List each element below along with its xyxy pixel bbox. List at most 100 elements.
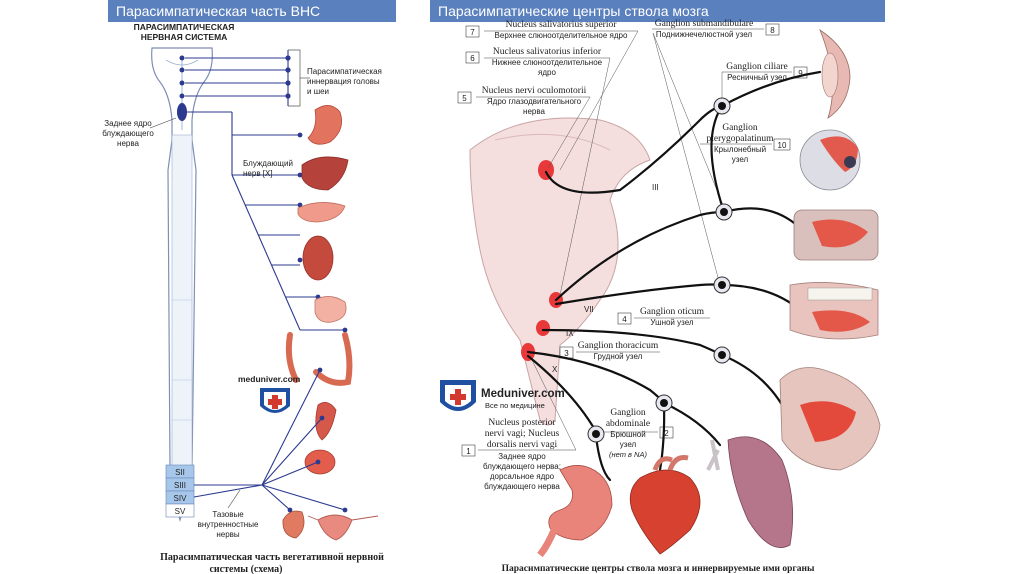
svg-text:Nucleus salivatorius superior: Nucleus salivatorius superior xyxy=(506,20,618,30)
svg-text:5: 5 xyxy=(462,94,467,103)
organ-heart xyxy=(629,455,701,555)
svg-text:Nucleus salivatorius inferior: Nucleus salivatorius inferior xyxy=(493,46,602,57)
sacral-segments: SII SIII SIV SV xyxy=(165,464,195,518)
ganglia xyxy=(587,97,733,443)
svg-text:Брюшной: Брюшной xyxy=(610,430,645,439)
right-caption: Парасимпатические центры ствола мозга и … xyxy=(502,564,815,574)
callout-7: 7 Nucleus salivatorius superior Верхнее … xyxy=(465,20,638,40)
head-neck-ganglia xyxy=(285,55,291,99)
svg-text:дорсальное ядро: дорсальное ядро xyxy=(490,472,555,481)
svg-text:10: 10 xyxy=(778,141,787,150)
logo-title: Meduniver.com xyxy=(481,388,565,400)
label-head-neck-3: и шеи xyxy=(307,87,329,96)
organ-male-genitals xyxy=(282,510,305,539)
svg-text:8: 8 xyxy=(770,26,775,35)
svg-text:nervi vagi; Nucleus: nervi vagi; Nucleus xyxy=(485,429,560,439)
svg-text:Ganglion submandibulare: Ganglion submandibulare xyxy=(655,19,753,29)
label-vagus-nerve-2: нерв [X] xyxy=(243,169,273,178)
svg-text:9: 9 xyxy=(798,69,803,78)
label-head-neck-2: иннервация головы xyxy=(307,77,380,86)
vagus-nerve-lines xyxy=(185,111,345,331)
callout-6: 6 Nucleus salivatorius inferior Нижнее с… xyxy=(465,46,610,77)
brainstem-nuclei xyxy=(177,55,187,121)
svg-text:Верхнее слюноотделительное ядр: Верхнее слюноотделительное ядро xyxy=(495,31,628,40)
nerve-label-x: X xyxy=(552,365,558,374)
svg-text:узел: узел xyxy=(732,155,749,164)
svg-text:нерва: нерва xyxy=(523,107,545,116)
left-subheader-2: НЕРВНАЯ СИСТЕМА xyxy=(141,32,228,42)
right-panel-header: Парасимпатические центры ствола мозга xyxy=(430,0,885,22)
organ-parotid-ear xyxy=(779,367,881,471)
sacral-label-sii: SII xyxy=(175,468,185,477)
svg-text:Nucleus posterior: Nucleus posterior xyxy=(488,418,556,428)
callout-1: 1 Nucleus posterior nervi vagi; Nucleus … xyxy=(461,355,577,491)
right-organs xyxy=(537,28,881,558)
svg-text:Заднее ядро: Заднее ядро xyxy=(498,452,546,461)
organ-colon xyxy=(285,332,353,386)
label-pelvic-2: внутренностные xyxy=(198,520,259,529)
left-panel-header: Парасимпатическая часть ВНС xyxy=(108,0,396,22)
svg-text:Ganglion: Ganglion xyxy=(610,408,646,418)
organ-rectum xyxy=(315,402,337,441)
callout-10: 10 Ganglion pterygopalatinum Крылонебный… xyxy=(700,123,791,164)
pelvic-ganglia xyxy=(287,367,348,513)
brainstem xyxy=(469,117,651,426)
svg-text:6: 6 xyxy=(470,54,475,63)
label-head-neck-1: Парасимпатическая xyxy=(307,67,382,76)
svg-text:Nucleus nervi oculomotorii: Nucleus nervi oculomotorii xyxy=(482,86,587,96)
organ-lung xyxy=(706,436,794,548)
label-pelvic-1: Тазовые xyxy=(212,510,244,519)
svg-text:Ganglion: Ganglion xyxy=(722,123,758,133)
label-vagus-nucleus-2: блуждающего xyxy=(102,129,154,138)
svg-text:Ядро глазодвигательного: Ядро глазодвигательного xyxy=(487,97,582,106)
organ-eye-lens xyxy=(819,28,851,119)
svg-text:dorsalis nervi vagi: dorsalis nervi vagi xyxy=(487,440,558,450)
svg-text:Поднижнечелюстной узел: Поднижнечелюстной узел xyxy=(656,30,753,39)
vagus-nucleus-pointer xyxy=(149,117,177,129)
svg-text:7: 7 xyxy=(470,28,475,37)
ganglion-ciliare xyxy=(713,97,731,115)
organ-kidney xyxy=(302,235,334,281)
organ-small-intestine xyxy=(314,296,347,323)
sacral-label-siv: SIV xyxy=(174,494,188,503)
svg-text:блуждающего нерва: блуждающего нерва xyxy=(484,482,560,491)
svg-text:Ganglion ciliare: Ganglion ciliare xyxy=(726,62,787,72)
callout-3: 3 Ganglion thoracicum Грудной узел xyxy=(559,341,660,361)
left-subheader-1: ПАРАСИМПАТИЧЕСКАЯ xyxy=(134,22,235,32)
svg-text:1: 1 xyxy=(466,447,471,456)
svg-text:Нижнее слюноотделительное: Нижнее слюноотделительное xyxy=(492,58,603,67)
svg-text:abdominale: abdominale xyxy=(606,419,650,429)
callout-4: 4 Ganglion oticum Ушной узел xyxy=(617,307,710,327)
svg-text:3: 3 xyxy=(564,349,569,358)
brainstem-fold xyxy=(494,133,611,151)
svg-text:Ganglion thoracicum: Ganglion thoracicum xyxy=(578,341,659,351)
ganglion-oticum xyxy=(713,346,731,364)
logo-shield-icon xyxy=(440,380,476,411)
svg-text:(нет в NA): (нет в NA) xyxy=(609,450,647,459)
ganglion-submandibulare xyxy=(713,276,731,294)
svg-text:Ganglion oticum: Ganglion oticum xyxy=(640,307,705,317)
svg-text:блуждающего нерва;: блуждающего нерва; xyxy=(483,462,561,471)
callout-8: 8 Ganglion submandibulare Поднижнечелюст… xyxy=(652,19,780,39)
nerve-label-vii: VII xyxy=(584,305,594,314)
left-caption-1: Парасимпатическая часть вегетативной нер… xyxy=(160,552,384,563)
sacral-label-sv: SV xyxy=(175,507,186,516)
callout-5: 5 Nucleus nervi oculomotorii Ядро глазод… xyxy=(457,86,590,116)
left-organs xyxy=(282,105,379,541)
organ-jaw-teeth xyxy=(789,282,879,340)
organ-stomach-left xyxy=(307,105,343,145)
sacral-label-siii: SIII xyxy=(174,481,186,490)
organ-submandibular-gland xyxy=(793,209,879,261)
ganglion-abdominale xyxy=(587,425,605,443)
organ-pancreas xyxy=(297,202,346,223)
left-watermark-shield-icon xyxy=(260,388,290,413)
callout-9: 9 Ganglion ciliare Ресничный узел xyxy=(721,62,808,104)
label-vagus-nucleus-3: нерва xyxy=(117,139,139,148)
svg-text:2: 2 xyxy=(664,429,669,438)
meduniver-logo: Meduniver.com Все по медицине xyxy=(440,380,565,411)
organ-liver xyxy=(301,156,349,191)
organ-uterus xyxy=(307,514,379,541)
callout-2: 2 Ganglion abdominale Брюшной узел (нет … xyxy=(596,408,674,459)
svg-text:Грудной узел: Грудной узел xyxy=(594,352,643,361)
svg-text:Ресничный узел: Ресничный узел xyxy=(727,73,787,82)
